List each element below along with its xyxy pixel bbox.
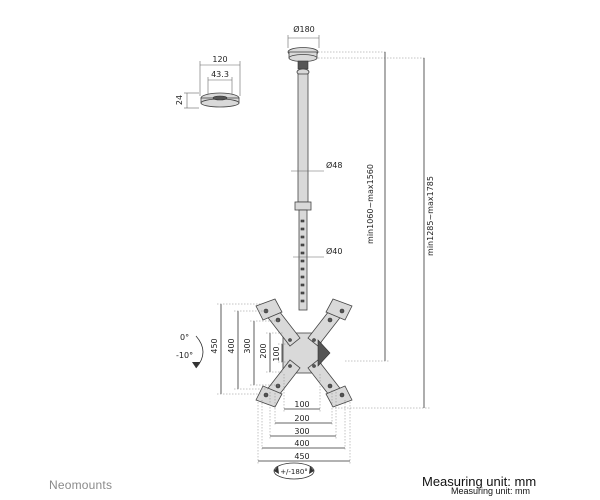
- rotation-indicator: +/-180°: [273, 462, 315, 480]
- measuring-unit-label: Measuring unit: mm: [422, 474, 537, 489]
- vesa-v-400-label: 400: [227, 338, 236, 353]
- measuring-unit-label-small: Measuring unit: mm: [451, 486, 531, 496]
- vesa-vertical-dimensions: 450 400 300 200 100: [210, 303, 290, 395]
- tilt-down-label: -10°: [176, 351, 193, 360]
- tube-inner-dia-label: Ø40: [326, 246, 342, 256]
- vesa-v-300-label: 300: [243, 338, 252, 353]
- height-long-label: min1285~max1785: [426, 176, 435, 256]
- vesa-horizontal-dimensions: 100 200 300 400 450: [257, 374, 351, 464]
- vesa-h-450-label: 450: [294, 452, 309, 461]
- vesa-h-100-label: 100: [294, 400, 309, 409]
- vesa-h-400-label: 400: [294, 439, 309, 448]
- small-plate-detail: 120 43.3 24: [175, 55, 241, 109]
- small-plate-width-label: 120: [212, 55, 227, 64]
- ceiling-plate: Ø180: [287, 24, 320, 76]
- tilt-indicator: 0° -10°: [176, 333, 204, 369]
- pole: Ø48 Ø40: [291, 73, 342, 311]
- small-plate-inner-label: 43.3: [211, 70, 229, 79]
- vesa-v-200-label: 200: [259, 343, 268, 358]
- vesa-h-300-label: 300: [294, 427, 309, 436]
- brand-logo-text: Neomounts: [49, 478, 113, 492]
- vesa-v-100-label: 100: [272, 346, 281, 361]
- small-plate-height-label: 24: [175, 95, 184, 105]
- height-dimensions: min1060~max1560 min1285~max1785: [318, 51, 435, 409]
- vesa-v-450-label: 450: [210, 338, 219, 353]
- rotation-label: +/-180°: [280, 468, 308, 476]
- ceiling-plate-dia-label: Ø180: [293, 24, 315, 34]
- tilt-up-label: 0°: [180, 333, 189, 342]
- vesa-bracket: [255, 298, 353, 408]
- tube-outer-dia-label: Ø48: [326, 160, 342, 170]
- vesa-h-200-label: 200: [294, 414, 309, 423]
- height-short-label: min1060~max1560: [366, 164, 375, 244]
